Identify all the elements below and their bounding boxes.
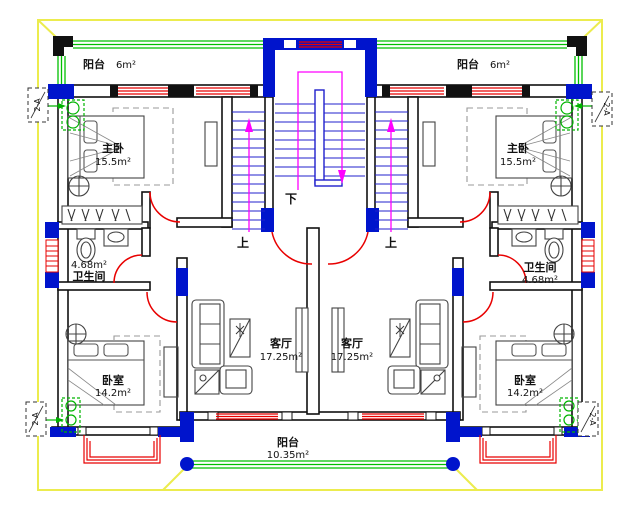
stair-down-label: 下 [285, 192, 297, 206]
svg-text:2-A: 2-A [31, 412, 40, 426]
bedroom-bed-right [461, 323, 575, 413]
bedroom-left-label: 卧室 [102, 373, 124, 387]
balcony-railing-top-right [375, 38, 583, 85]
wardrobe-left [61, 205, 143, 225]
corner-column-top-right [567, 36, 587, 56]
master-left-area: 15.5m² [95, 157, 131, 168]
room-labels: 阳台 6m² 阳台 6m² 主卧 15.5m² 主卧 15.5m² 4.68m²… [71, 57, 558, 461]
master-bed-right [422, 107, 573, 197]
living-left-label: 客厅 [269, 336, 292, 350]
svg-text:2-A: 2-A [602, 102, 611, 116]
bedroom-right-area: 14.2m² [507, 388, 543, 399]
balcony-top-left-label: 阳台 [83, 57, 105, 71]
master-bed-left [67, 107, 218, 197]
toilet-right [544, 228, 564, 263]
svg-text:2-A: 2-A [588, 412, 597, 426]
stair-direction-arrowheads [245, 118, 395, 184]
bedroom-right-label: 卧室 [514, 373, 536, 387]
bathroom-left-label: 卫生间 [73, 269, 106, 283]
section-marker-bottom-left: 2-A [25, 401, 47, 437]
wall-piers [77, 85, 563, 436]
living-right-label: 客厅 [340, 336, 363, 350]
stair-direction-guides [248, 71, 392, 232]
door-swings [113, 191, 527, 323]
master-right-label: 主卧 [507, 141, 529, 155]
bay-window-right [479, 435, 557, 464]
balcony-bottom-area: 10.35m² [267, 450, 309, 461]
svg-text:2-A: 2-A [33, 98, 42, 112]
stairwell-bay [263, 38, 377, 97]
balcony-top-right-area: 6m² [490, 60, 510, 71]
bathroom-left-area: 4.68m² [71, 260, 107, 271]
balcony-bottom-label: 阳台 [277, 435, 299, 449]
roof-outline [37, 19, 603, 491]
balcony-railing-top-left [57, 38, 265, 85]
windows [118, 87, 522, 420]
bathroom-right-area: 4.68m² [522, 275, 558, 286]
balcony-corner-posts [180, 457, 460, 471]
balcony-railing-bottom [187, 460, 453, 469]
section-marker-bottom-right: 2-A [577, 401, 599, 437]
bathroom-right-label: 卫生间 [524, 260, 557, 274]
toilet-left [76, 228, 96, 263]
section-marker-top-right: 2-A [591, 91, 613, 127]
bedroom-left-area: 14.2m² [95, 388, 131, 399]
balcony-top-left-area: 6m² [116, 60, 136, 71]
living-furniture-right [331, 299, 449, 395]
master-right-area: 15.5m² [500, 157, 536, 168]
bay-window-left [83, 435, 161, 464]
sink-left [103, 228, 129, 247]
living-left-area: 17.25m² [260, 352, 302, 363]
side-windows [45, 239, 595, 273]
master-left-label: 主卧 [102, 141, 124, 155]
staircase-center [275, 89, 365, 187]
balcony-top-right-label: 阳台 [457, 57, 479, 71]
stair-up-left-label: 上 [237, 235, 249, 250]
living-furniture-left [191, 299, 309, 395]
corner-column-top-left [53, 36, 73, 56]
stair-up-right-label: 上 [385, 235, 397, 250]
wardrobe-right [497, 205, 579, 225]
section-marker-top-left: 2-A [27, 87, 49, 123]
sink-right [511, 228, 537, 247]
living-right-area: 17.25m² [331, 352, 373, 363]
bedroom-bed-left [65, 323, 179, 413]
